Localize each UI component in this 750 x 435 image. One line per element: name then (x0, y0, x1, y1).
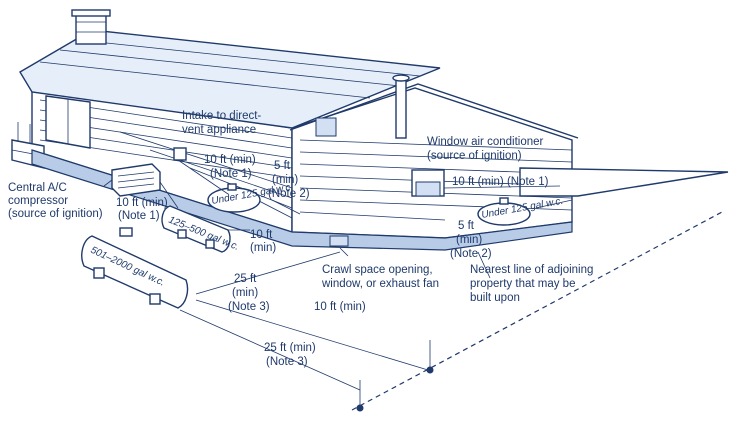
label-crawl-space: Crawl space opening, window, or exhaust … (321, 264, 439, 290)
label-window-ac: Window air conditioner (source of igniti… (427, 136, 547, 162)
sliding-door (45, 95, 91, 149)
central-ac-compressor (111, 163, 161, 197)
driveway (519, 167, 729, 197)
label-25ft-note3-lower: 25 ft (min) (Note 3) (264, 342, 319, 368)
intake-box (173, 147, 187, 161)
tank-large-501-2000 (81, 227, 189, 309)
attic-louver (315, 117, 337, 137)
chimney (71, 9, 111, 45)
label-10ft-note1-left: 10 ft (min) (Note 1) (116, 197, 171, 222)
label-25ft-note3-upper: 25 ft (min) (Note 3) (228, 273, 270, 313)
label-10ft-note1-top: 10 ft (min) (Note 1) (204, 154, 259, 180)
label-10ft-min-long: 10 ft (min) (314, 301, 366, 313)
label-central-ac: Central A/C compressor (source of igniti… (8, 182, 103, 220)
roof-vent-pipe (392, 74, 410, 139)
label-5ft-note2-right: 5 ft (min) (Note 2) (450, 220, 492, 260)
window-air-conditioner (411, 169, 445, 197)
property-line (351, 211, 723, 412)
tank-small-right (477, 197, 531, 226)
tank-small-left (207, 183, 261, 213)
roof-shingles (39, 39, 421, 99)
label-intake: Intake to direct- vent appliance (182, 110, 264, 136)
dimension-lines (103, 159, 573, 391)
crawl-space-opening (329, 235, 349, 247)
label-property-line: Nearest line of adjoining property that … (470, 264, 597, 304)
label-10ft-note1-right: 10 ft (min) (Note 1) (452, 176, 549, 188)
tank-medium-125-500 (161, 205, 231, 253)
label-5ft-note2-left: 5 ft (min) (Note 2) (268, 160, 310, 200)
label-10ft-min-center: 10 ft (min) (250, 229, 276, 254)
gable-roof-edge (289, 83, 579, 139)
